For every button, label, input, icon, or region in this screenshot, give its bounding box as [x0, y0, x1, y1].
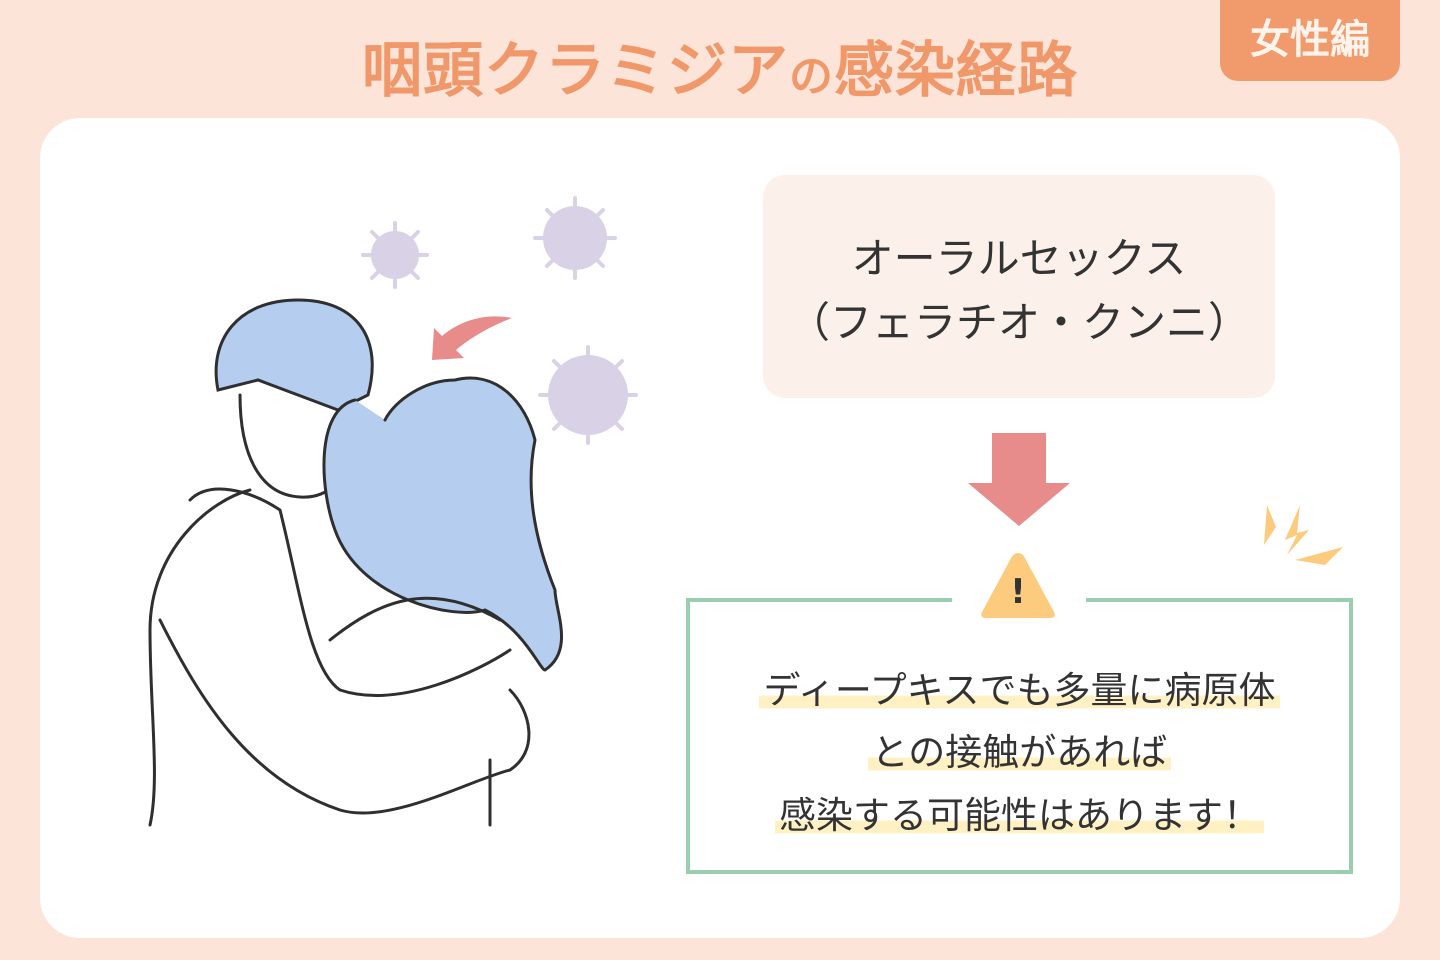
title-particle: の — [789, 51, 834, 102]
warning-line-3: 感染する可能性はあります！ — [686, 785, 1353, 839]
curved-arrow-icon — [432, 316, 512, 360]
page-title: 咽頭クラミジアの感染経路 — [0, 22, 1440, 109]
down-arrow-icon — [968, 433, 1070, 526]
warning-text: ディープキスでも多量に病原体 — [759, 669, 1280, 712]
warning-line-2: との接触があれば — [686, 722, 1353, 776]
warning-line-1: ディープキスでも多量に病原体 — [686, 660, 1353, 714]
warning-text: 感染する可能性はあります！ — [775, 794, 1264, 837]
route-line-2: （フェラチオ・クンニ） — [787, 298, 1250, 347]
lightning-icon — [1264, 505, 1343, 565]
gender-badge: 女性編 — [1220, 0, 1400, 81]
warning-symbol: ! — [1010, 572, 1026, 612]
infection-route-box: オーラルセックス （フェラチオ・クンニ） — [763, 175, 1275, 398]
virus-icon — [361, 196, 638, 445]
title-main: 咽頭クラミジア — [362, 36, 789, 106]
warning-text: との接触があれば — [867, 731, 1172, 774]
warning-icon: ! — [981, 553, 1055, 618]
title-tail: 感染経路 — [834, 36, 1078, 106]
route-line-1: オーラルセックス — [851, 234, 1187, 283]
